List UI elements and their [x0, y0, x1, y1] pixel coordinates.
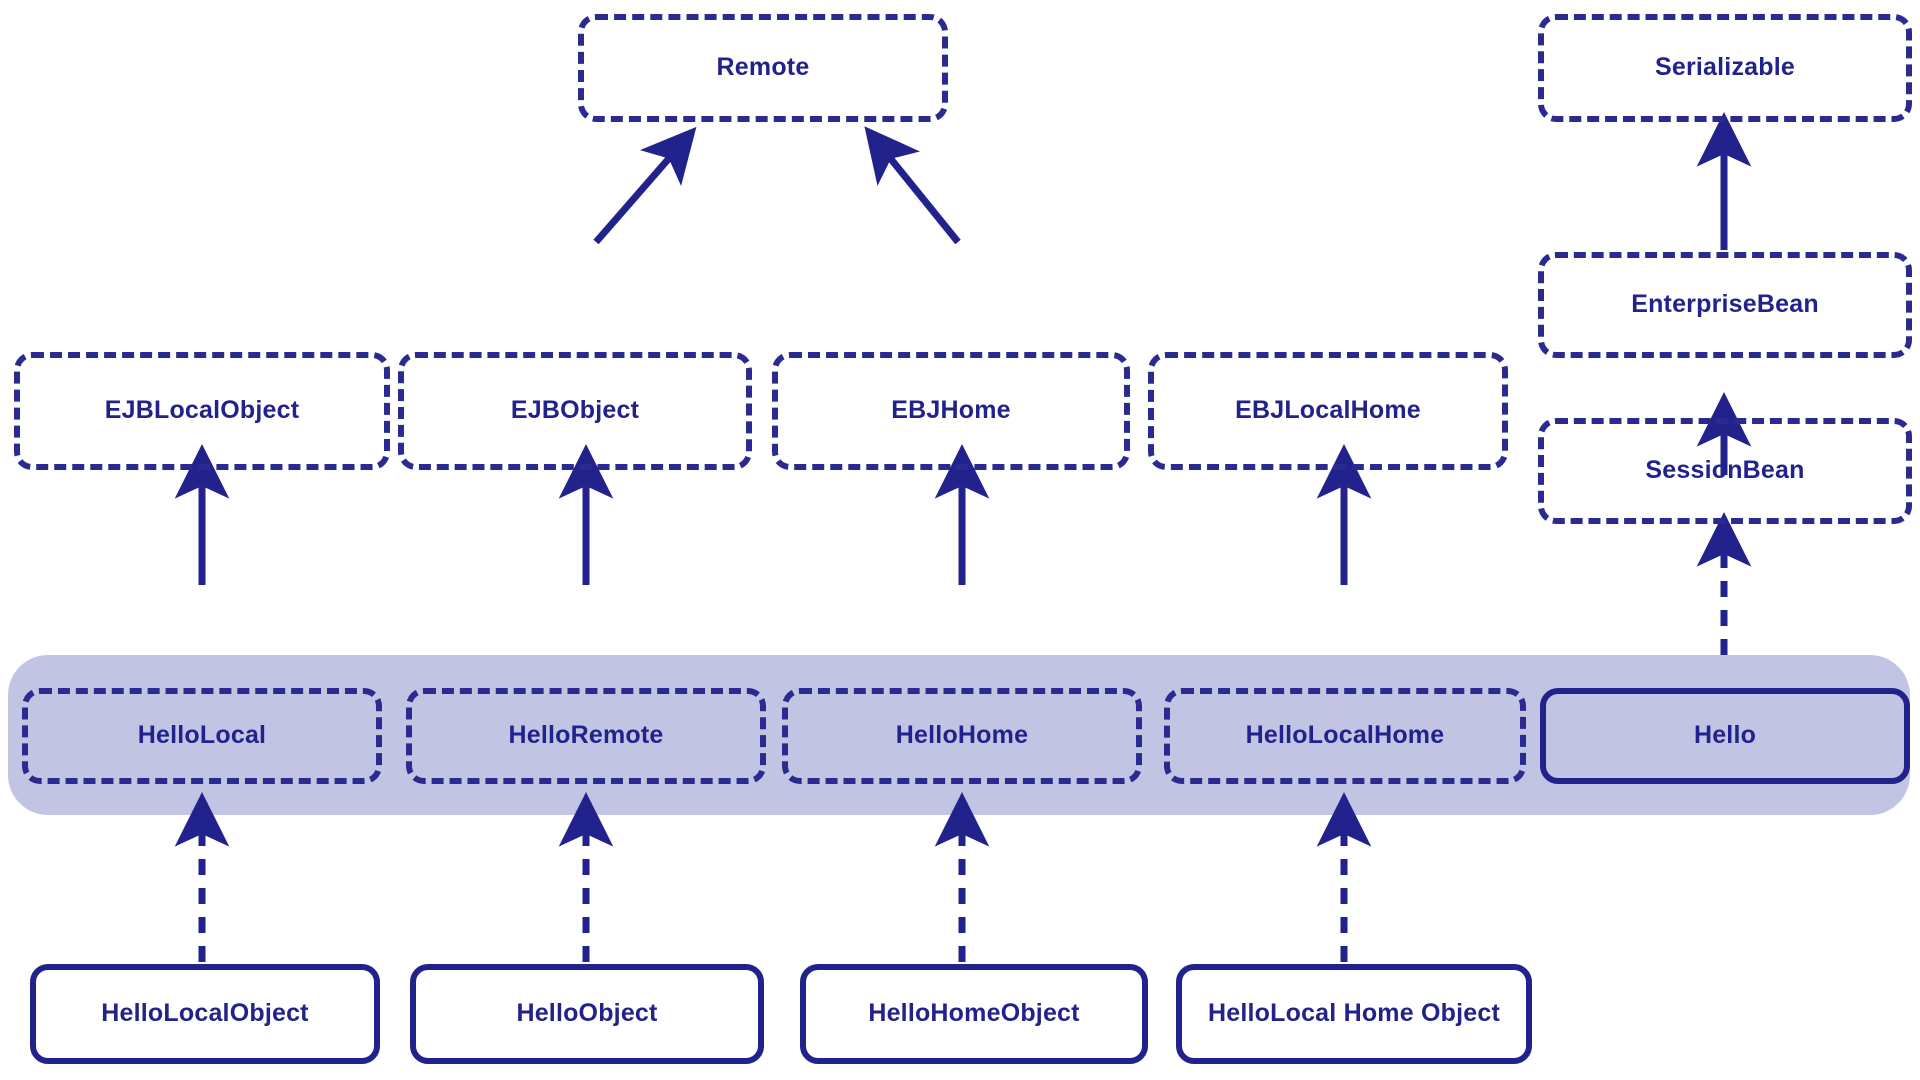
node-hellohome-label: HelloHome	[895, 721, 1029, 750]
node-hellolocalhome-label: HelloLocalHome	[1245, 721, 1445, 750]
node-hellolocal[interactable]: HelloLocal	[22, 688, 382, 784]
node-helloremote[interactable]: HelloRemote	[406, 688, 766, 784]
node-sessionbean[interactable]: SessionBean	[1538, 418, 1912, 524]
node-hellolocal-label: HelloLocal	[137, 721, 267, 750]
node-enterprisebean[interactable]: EnterpriseBean	[1538, 252, 1912, 358]
node-enterprisebean-label: EnterpriseBean	[1631, 290, 1819, 319]
node-hellohome[interactable]: HelloHome	[782, 688, 1142, 784]
hello-interface-highlight-band	[8, 655, 1910, 815]
node-hellohomeobject[interactable]: HelloHomeObject	[800, 964, 1148, 1064]
node-serializable[interactable]: Serializable	[1538, 14, 1912, 122]
node-hellolocalhomeobject-label: HelloLocal Home Object	[1208, 999, 1500, 1028]
edge-ejbobject-to-remote	[593, 126, 697, 245]
node-hellolocalobject[interactable]: HelloLocalObject	[30, 964, 380, 1064]
node-hellohomeobject-label: HelloHomeObject	[868, 999, 1080, 1028]
node-hellolocalobject-label: HelloLocalObject	[101, 999, 309, 1028]
node-helloremote-label: HelloRemote	[508, 721, 664, 750]
node-remote-label: Remote	[716, 53, 810, 82]
node-ebjhome-label: EBJHome	[891, 396, 1011, 425]
node-ejblocalobject-label: EJBLocalObject	[104, 396, 300, 425]
node-ejbobject[interactable]: EJBObject	[398, 352, 752, 470]
node-remote[interactable]: Remote	[578, 14, 948, 122]
node-hellolocalhomeobject[interactable]: HelloLocal Home Object	[1176, 964, 1532, 1064]
node-ejblocalobject[interactable]: EJBLocalObject	[14, 352, 390, 470]
node-hello[interactable]: Hello	[1540, 688, 1910, 784]
node-serializable-label: Serializable	[1655, 53, 1795, 82]
node-sessionbean-label: SessionBean	[1645, 456, 1805, 485]
node-ebjhome[interactable]: EBJHome	[772, 352, 1130, 470]
edge-ebjhome-to-remote	[864, 126, 961, 245]
node-helloobject-label: HelloObject	[516, 999, 658, 1028]
node-ebjlocalhome[interactable]: EBJLocalHome	[1148, 352, 1508, 470]
node-ebjlocalhome-label: EBJLocalHome	[1235, 396, 1421, 425]
node-helloobject[interactable]: HelloObject	[410, 964, 764, 1064]
node-hellolocalhome[interactable]: HelloLocalHome	[1164, 688, 1526, 784]
node-ejbobject-label: EJBObject	[510, 396, 640, 425]
node-hello-label: Hello	[1693, 721, 1757, 750]
